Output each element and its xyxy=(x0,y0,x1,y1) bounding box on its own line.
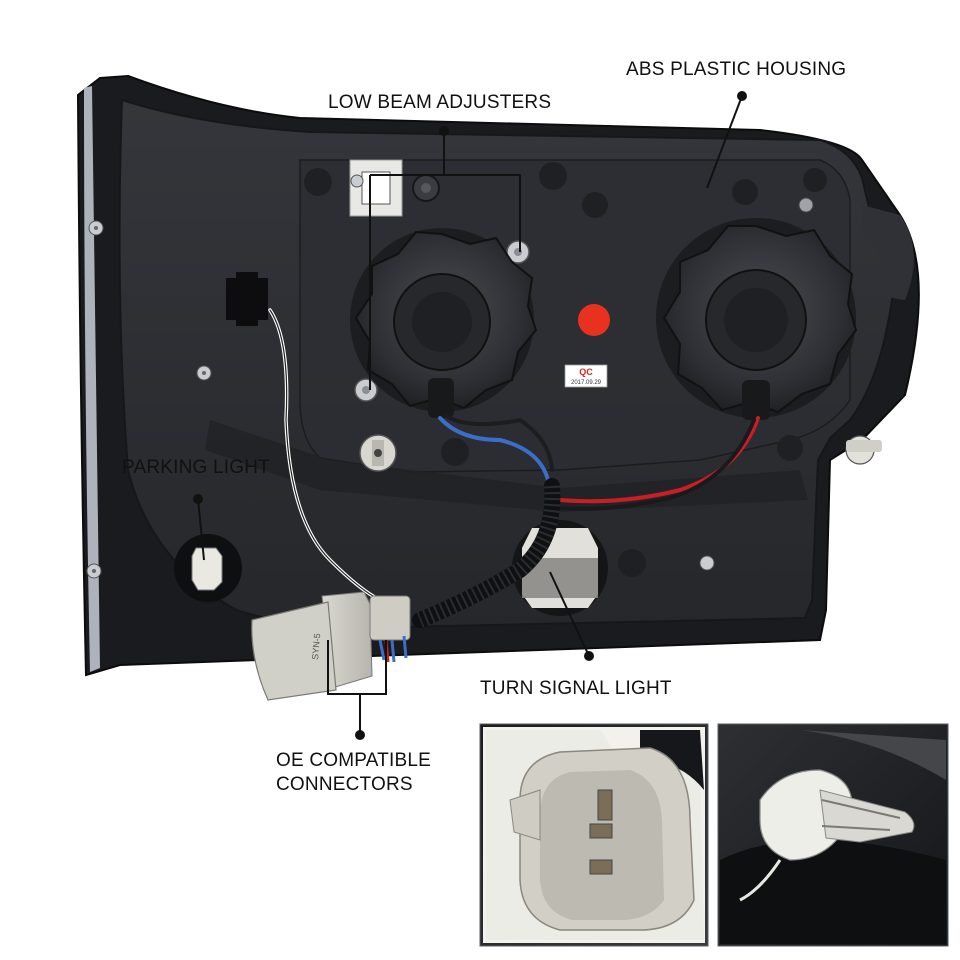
dimple xyxy=(441,438,469,466)
low-beam-adjuster-top xyxy=(412,174,440,202)
right-mount-ear xyxy=(862,205,914,300)
connector-marking: SYN-5 xyxy=(310,633,322,660)
screw-icon xyxy=(798,197,814,213)
bulb-socket-icon xyxy=(350,228,538,418)
wire-harness xyxy=(268,308,760,602)
screw-icon xyxy=(88,220,104,236)
callout-oe-line1: OE COMPATIBLE xyxy=(276,750,431,771)
screw-icon xyxy=(350,174,364,188)
qc-date: 2017.09.29 xyxy=(571,380,602,386)
red-indicator-dot xyxy=(578,304,610,336)
qc-label: QC xyxy=(579,367,593,377)
dimple xyxy=(539,162,567,190)
callout-oe-line2: CONNECTORS xyxy=(276,774,413,795)
corrugated-loom xyxy=(412,478,561,628)
screw-icon xyxy=(699,555,715,571)
callout-oe-connectors: OE COMPATIBLE CONNECTORS xyxy=(276,749,431,797)
chrome-strip xyxy=(84,86,100,672)
dimple xyxy=(582,192,608,218)
bulb-socket-icon xyxy=(656,218,858,420)
callout-abs-plastic-housing: ABS PLASTIC HOUSING xyxy=(626,59,847,80)
connector-plug-icon: SYN-5 xyxy=(251,591,411,701)
wedge-bulb-icon xyxy=(359,434,397,472)
dimple xyxy=(803,168,827,192)
qc-sticker: QC 2017.09.29 xyxy=(564,364,608,388)
callout-low-beam-adjusters: LOW BEAM ADJUSTERS xyxy=(328,92,552,113)
screw-icon xyxy=(86,563,102,579)
lower-ridge xyxy=(205,420,808,512)
left-socket-hole xyxy=(226,272,268,326)
screw-icon xyxy=(196,365,212,381)
callout-turn-signal-light: TURN SIGNAL LIGHT xyxy=(480,678,672,699)
parking-light-socket xyxy=(174,534,242,602)
callout-parking-light: PARKING LIGHT xyxy=(122,457,270,478)
callout-lines xyxy=(193,91,747,740)
side-marker-bulb xyxy=(845,435,882,465)
dimple xyxy=(304,168,332,196)
low-beam-adjuster-left xyxy=(354,378,378,402)
inset-bulb-closeup xyxy=(717,723,949,947)
dimple xyxy=(732,179,758,205)
inset-connector-closeup xyxy=(479,723,709,947)
dimple xyxy=(618,549,646,577)
dimple xyxy=(777,435,803,461)
small-label xyxy=(349,159,403,217)
